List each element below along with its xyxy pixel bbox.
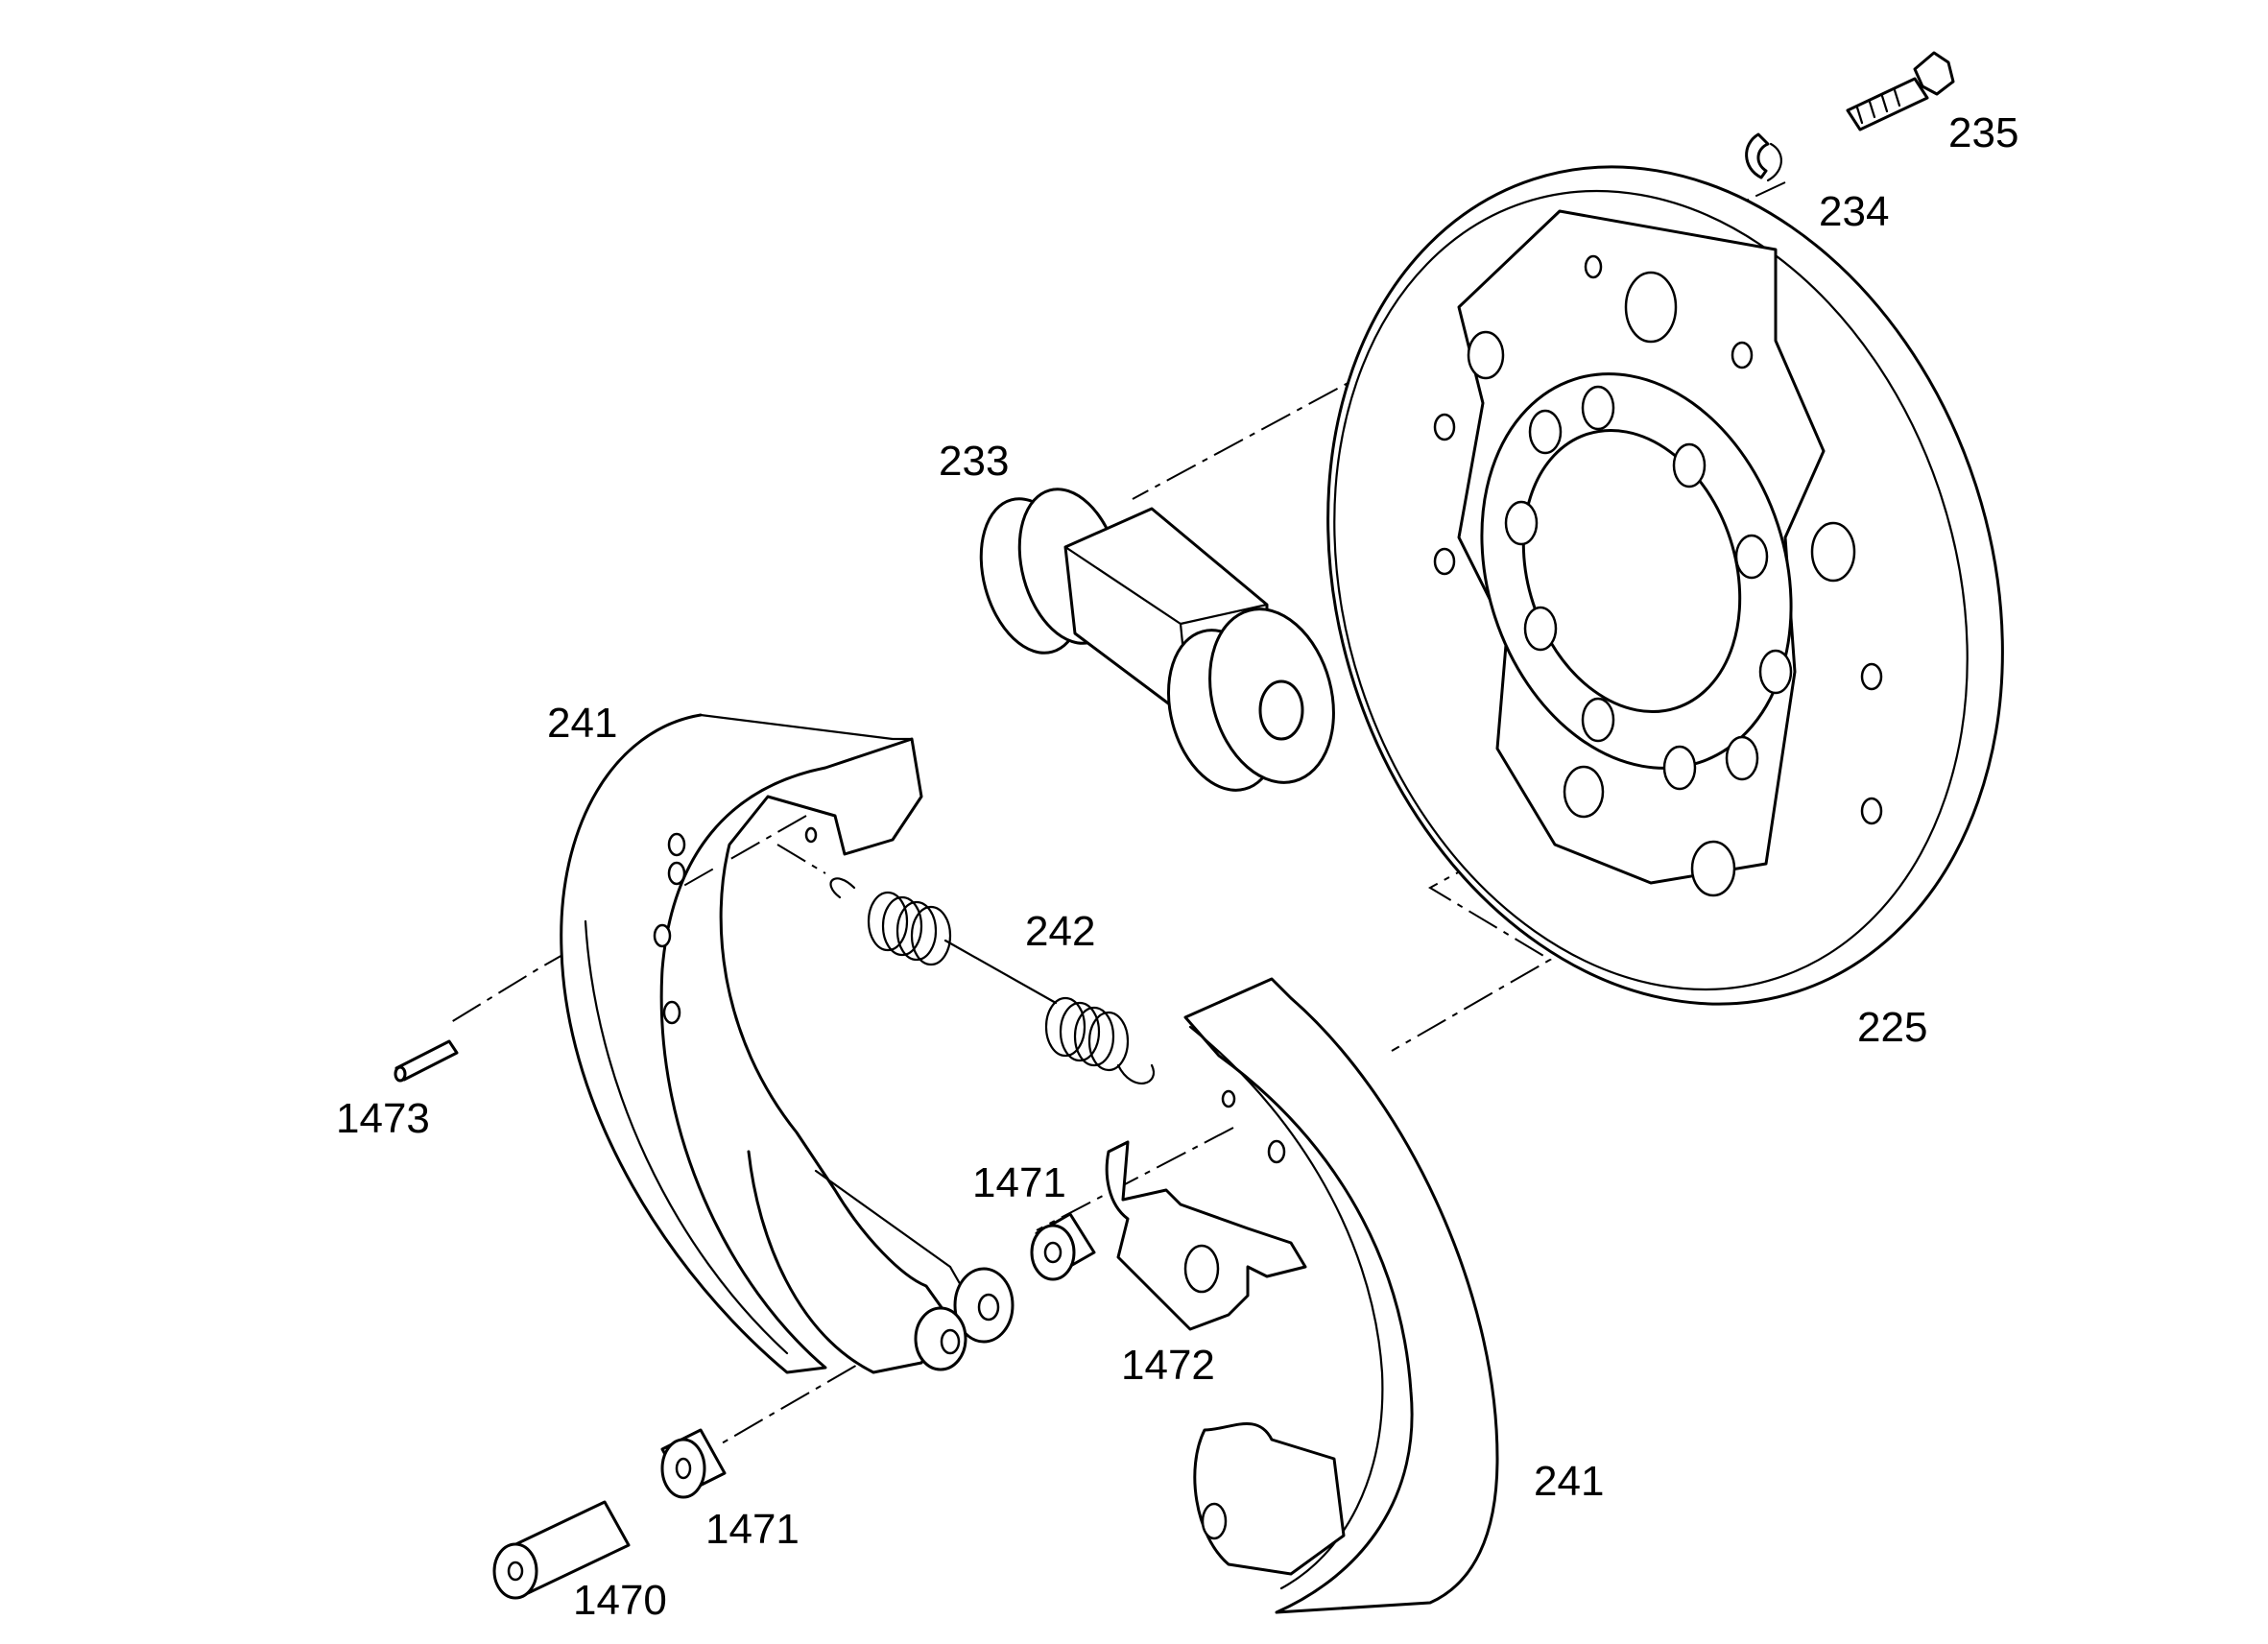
label-242: 242	[1025, 908, 1095, 955]
bushing-lower	[660, 1428, 727, 1499]
washer	[1745, 132, 1782, 182]
label-235: 235	[1948, 109, 2018, 156]
label-241-top: 241	[547, 700, 617, 747]
label-1473: 1473	[336, 1095, 430, 1142]
brake-shoe-left	[560, 713, 1015, 1374]
bolt	[1846, 51, 1955, 131]
shoe-pin	[492, 1500, 631, 1600]
label-241-bottom: 241	[1534, 1458, 1604, 1505]
label-233: 233	[939, 438, 1009, 485]
label-1471-lower: 1471	[705, 1506, 800, 1553]
return-spring	[829, 877, 1155, 1084]
label-1470: 1470	[573, 1577, 667, 1624]
plate-holes	[1433, 254, 1883, 897]
brake-shoe-right	[1183, 977, 1499, 1614]
label-225: 225	[1857, 1004, 1927, 1051]
label-1471-upper: 1471	[972, 1159, 1066, 1206]
adjuster-plate	[1105, 1140, 1307, 1331]
label-1472: 1472	[1121, 1342, 1215, 1389]
bushing-upper	[1030, 1212, 1096, 1281]
part-labels: 225 233 234 235 241 241 242 1470 1471 14…	[336, 109, 2018, 1624]
label-234: 234	[1819, 188, 1889, 235]
wheel-cylinder	[979, 488, 1335, 792]
pin	[394, 1039, 459, 1083]
backing-plate	[1326, 165, 2004, 1006]
